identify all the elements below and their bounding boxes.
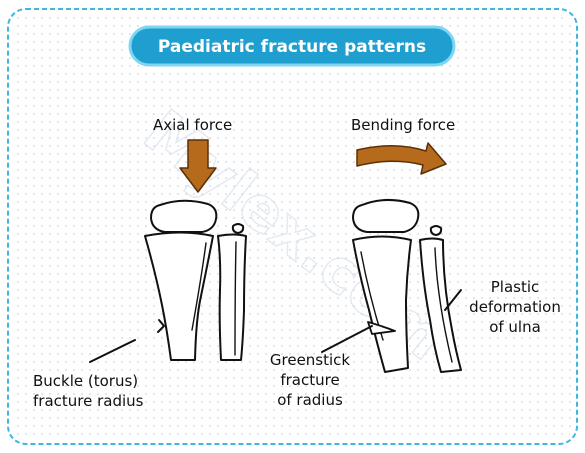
plastic-label-line1: Plastic (491, 278, 540, 296)
page-title: Paediatric fracture patterns (158, 37, 426, 57)
left-radius-shaft (144, 231, 214, 361)
left-radius-buckle-mark (157, 319, 165, 333)
plastic-pointer-line (444, 289, 462, 311)
right-ulna-epiphysis (429, 225, 443, 236)
greenstick-label-line3: of radius (277, 391, 343, 409)
right-bones (352, 199, 462, 373)
greenstick-label-line1: Greenstick (270, 351, 351, 369)
left-radius-inner-line (191, 242, 207, 331)
right-ulna-inner-line (434, 247, 453, 363)
title-pill (128, 25, 456, 67)
bending-force-label: Bending force (351, 116, 455, 134)
down-arrow-icon (179, 139, 217, 193)
axial-force-label: Axial force (153, 116, 232, 134)
greenstick-label-line2: fracture (280, 371, 339, 389)
plastic-label-line3: of ulna (489, 318, 541, 336)
left-ulna-epiphysis (231, 223, 245, 234)
right-radius-shaft (352, 235, 412, 373)
left-bones (144, 199, 247, 361)
right-radius-epiphysis (352, 199, 420, 233)
left-ulna-inner-line (234, 241, 237, 356)
greenstick-pointer-line (321, 325, 373, 353)
left-ulna-shaft (217, 233, 247, 361)
greenstick-fracture-mark (367, 321, 396, 335)
left-radius-epiphysis (150, 199, 218, 233)
plastic-label-line2: deformation (469, 298, 561, 316)
buckle-pointer-line (89, 339, 136, 363)
curved-right-arrow-icon (356, 142, 447, 175)
buckle-label-line2: fracture radius (33, 392, 144, 410)
buckle-label-line1: Buckle (torus) (33, 372, 138, 390)
